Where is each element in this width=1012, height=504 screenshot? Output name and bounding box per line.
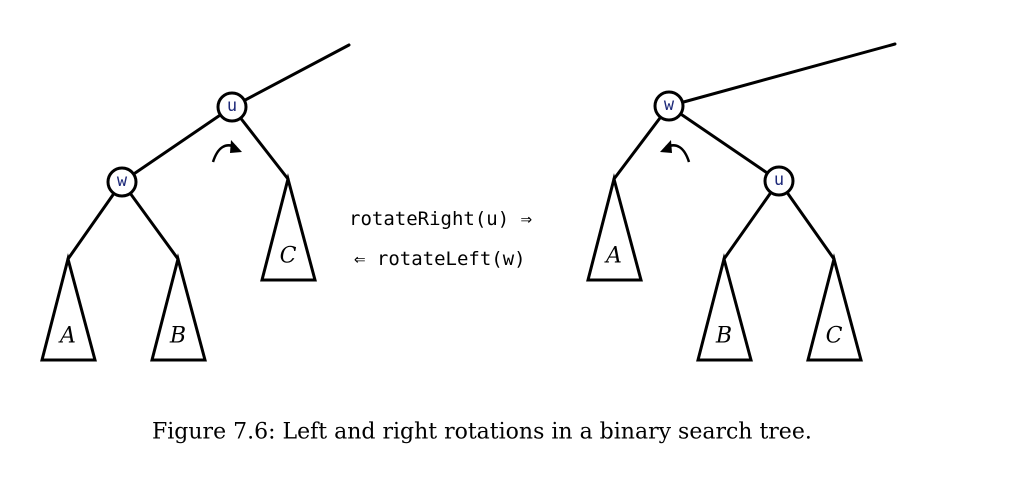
rotate-right-label: rotateRight(u) ⇒: [349, 208, 532, 230]
left-subtree-c-label: C: [280, 244, 297, 269]
right-subtree-b: [696, 253, 753, 362]
right-subtree-c: [806, 253, 863, 362]
left-node-w: [106, 166, 138, 198]
right-tree: A B C w u: [586, 42, 897, 362]
left-edge-w-a: [66, 180, 124, 261]
left-tree: A B C u w: [40, 43, 351, 362]
right-subtree-a-label: A: [604, 244, 622, 269]
left-node-u: [216, 91, 248, 123]
left-subtree-b-label: B: [169, 324, 186, 349]
right-node-u-label: u: [774, 170, 784, 190]
left-subtree-a: [40, 253, 97, 362]
right-node-u: [763, 165, 795, 197]
rotate-left-label: ⇐ rotateLeft(w): [354, 248, 526, 270]
right-parent-edge: [667, 42, 897, 108]
rotate-right-arc-icon: [211, 140, 242, 163]
left-node-w-label: w: [117, 171, 128, 191]
figure-caption: Figure 7.6: Left and right rotations in …: [152, 420, 812, 445]
left-subtree-c: [260, 173, 317, 282]
left-subtree-a-label: A: [58, 324, 76, 349]
left-edge-w-b: [120, 180, 180, 261]
rotate-left-arc-icon: [660, 140, 691, 163]
right-subtree-c-label: C: [826, 324, 843, 349]
right-edge-u-c: [777, 179, 836, 261]
right-edge-w-u: [667, 104, 781, 183]
left-node-u-label: u: [227, 96, 237, 116]
right-subtree-a: [586, 173, 643, 282]
right-edge-u-b: [722, 179, 781, 261]
right-node-w-label: w: [664, 95, 675, 115]
right-subtree-b-label: B: [715, 324, 732, 349]
left-subtree-b: [150, 253, 207, 362]
right-node-w: [653, 90, 685, 122]
left-edge-u-w: [120, 105, 234, 184]
left-parent-edge: [230, 43, 351, 109]
